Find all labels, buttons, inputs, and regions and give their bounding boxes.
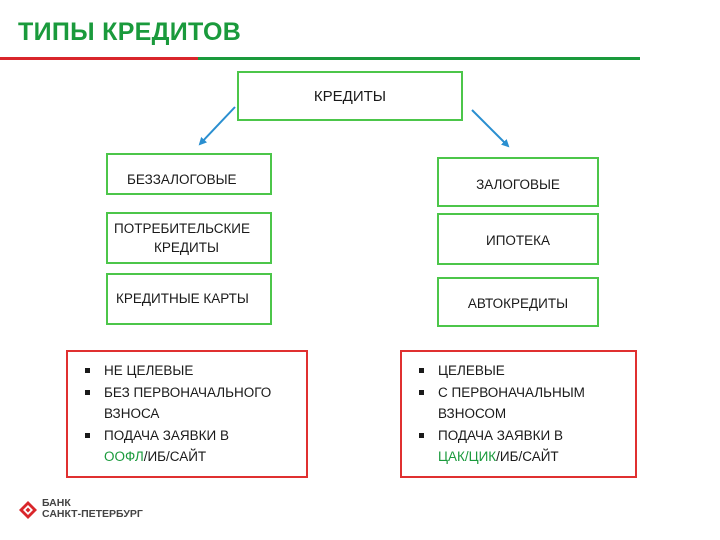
consumer-loans-line2: КРЕДИТЫ (154, 240, 219, 255)
logo-line1: БАНК (42, 497, 71, 509)
page-title: ТИПЫ КРЕДИТОВ (18, 18, 242, 46)
bank-logo-text: БАНК САНКТ-ПЕТЕРБУРГ (42, 498, 143, 520)
arrow-left (198, 106, 236, 146)
bullet-icon (85, 368, 90, 373)
node-unsecured: БЕЗЗАЛОГОВЫЕ (106, 153, 272, 195)
node-secured: ЗАЛОГОВЫЕ (437, 157, 599, 207)
feature-item: ЦЕЛЕВЫЕ (418, 360, 635, 382)
node-consumer-loans: ПОТРЕБИТЕЛЬСКИЕ КРЕДИТЫ (106, 212, 272, 264)
highlight-channel: ООФЛ (104, 449, 144, 464)
arrow-right (471, 109, 510, 148)
highlight-channel: ЦАК/ЦИК (438, 449, 497, 464)
title-underline-green (198, 57, 640, 60)
bank-logo: БАНК САНКТ-ПЕТЕРБУРГ (16, 498, 156, 526)
title-underline-red (0, 57, 198, 60)
bullet-icon (419, 368, 424, 373)
node-car-loans: АВТОКРЕДИТЫ (437, 277, 599, 327)
node-credit-cards: КРЕДИТНЫЕ КАРТЫ (106, 273, 272, 325)
bullet-icon (419, 432, 424, 438)
consumer-loans-line1: ПОТРЕБИТЕЛЬСКИЕ (114, 221, 251, 236)
node-mortgage: ИПОТЕКА (437, 213, 599, 265)
bullet-icon (419, 389, 424, 395)
bank-logo-icon (19, 501, 37, 519)
logo-line2: САНКТ-ПЕТЕРБУРГ (42, 508, 143, 520)
feature-item: НЕ ЦЕЛЕВЫЕ (84, 360, 306, 382)
root-node-credits: КРЕДИТЫ (237, 71, 463, 121)
bullet-icon (85, 389, 90, 395)
bullet-icon (85, 432, 90, 438)
